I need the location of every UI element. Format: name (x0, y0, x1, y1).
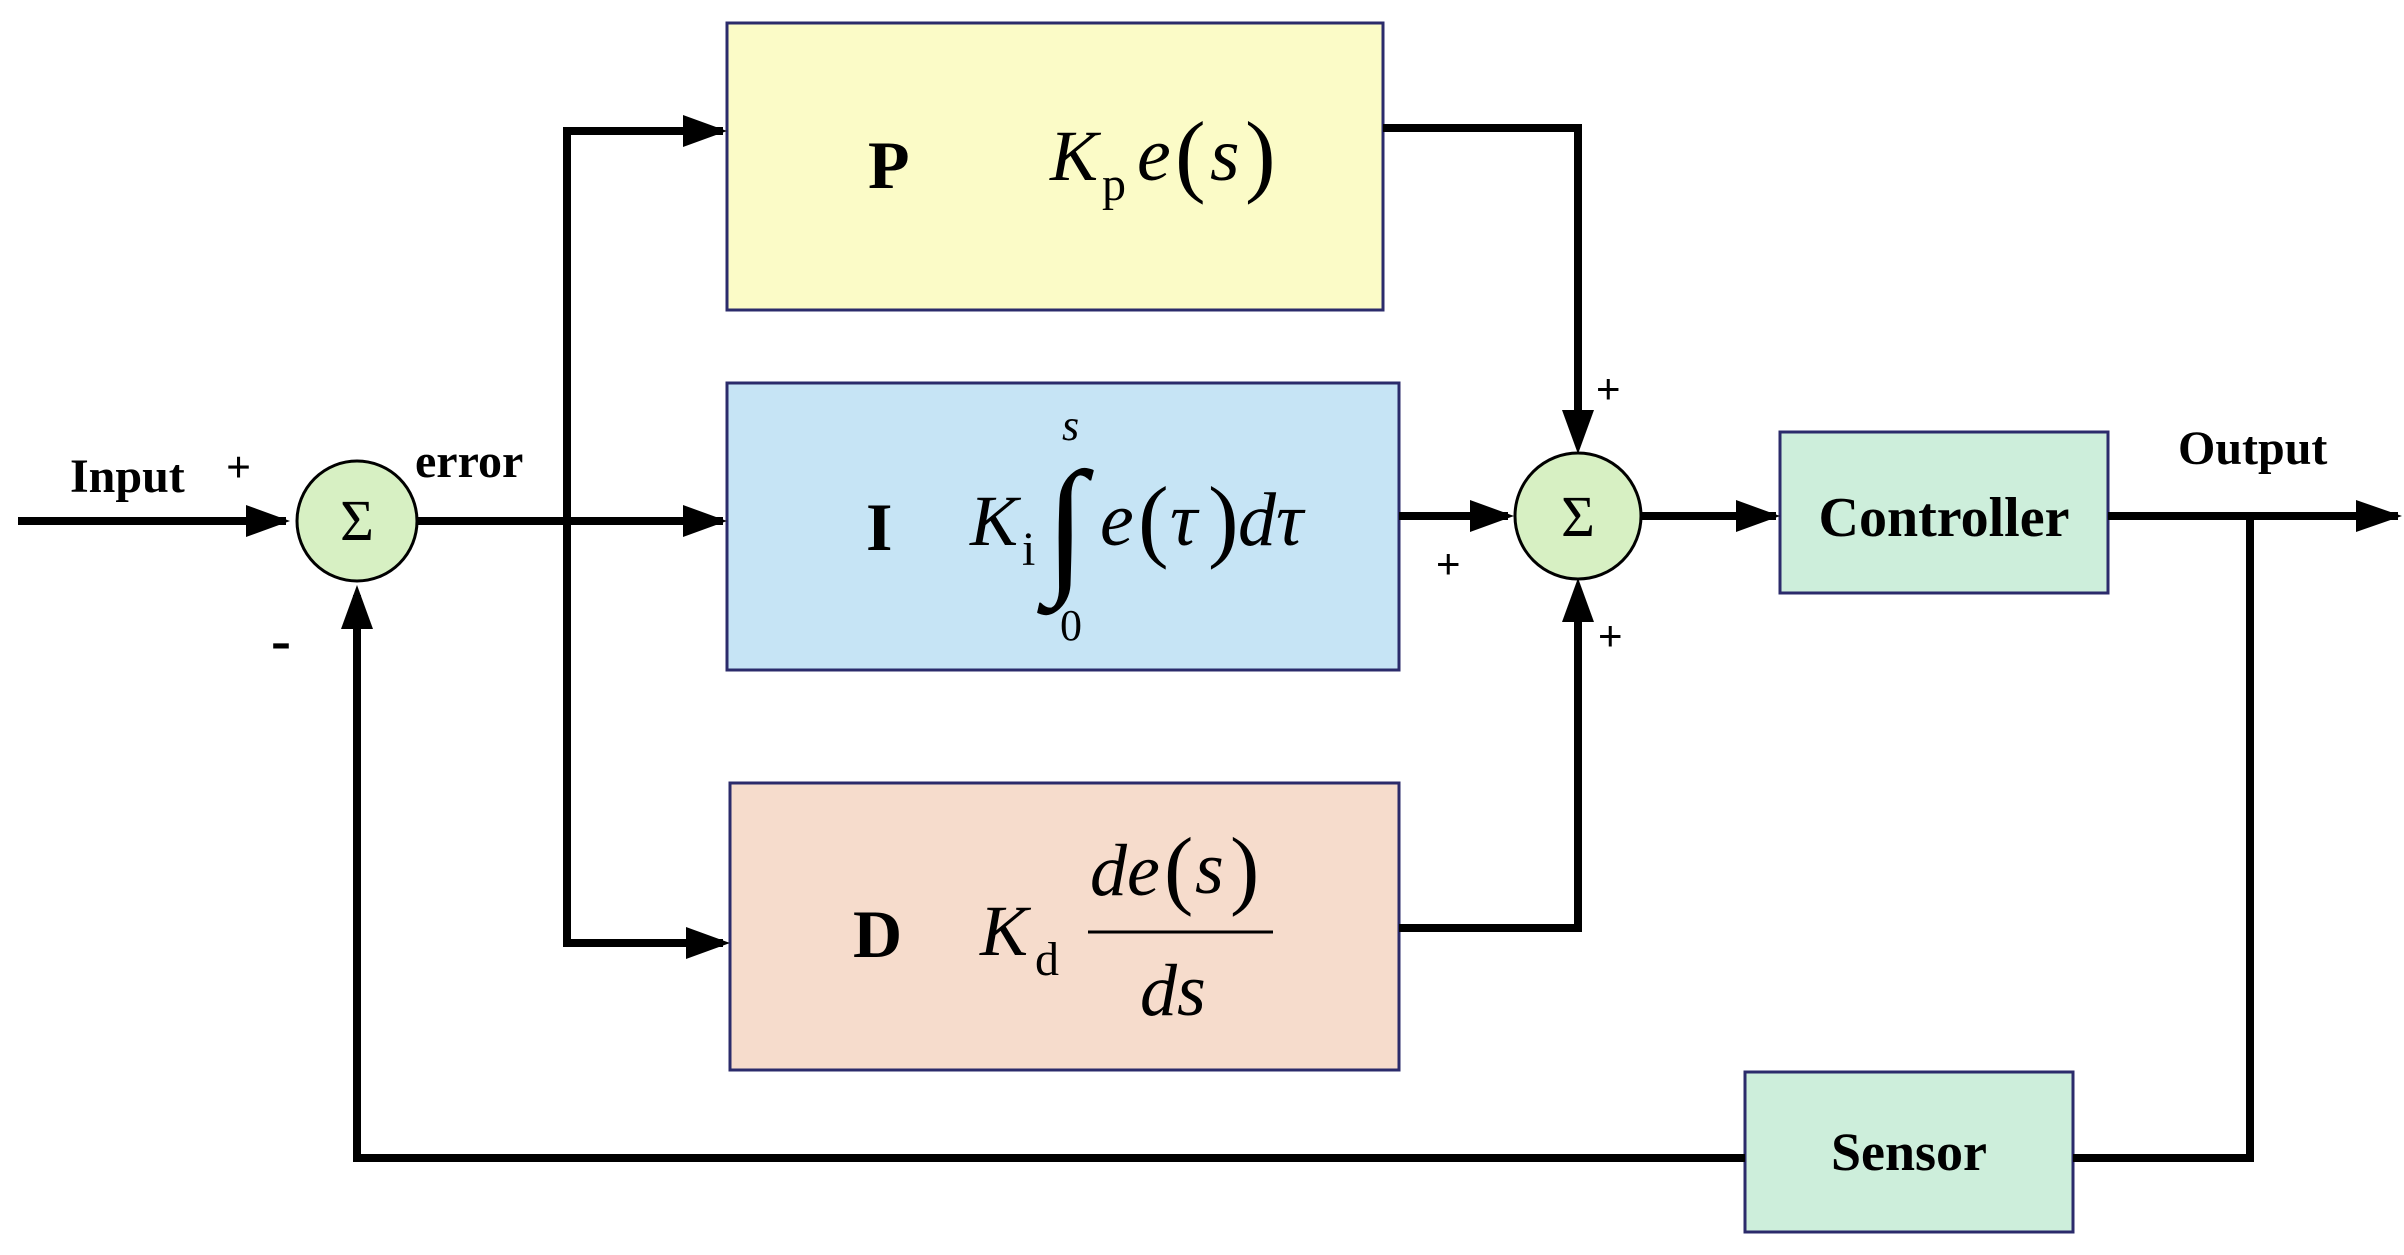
arrow-into-i (683, 505, 727, 537)
feedback-line (353, 595, 1745, 1162)
i-gain-k: K (969, 481, 1022, 561)
junction-circle (1513, 451, 1643, 581)
d-block (728, 781, 1401, 1072)
d-numerator-de: de (1090, 830, 1160, 912)
d-gain-sub: d (1035, 933, 1059, 986)
controller-block (1778, 430, 2110, 595)
p-block-content: P K p e ( s ) (868, 103, 1276, 211)
i-expr-e: e (1100, 478, 1134, 562)
i-lparen: ( (1138, 468, 1169, 570)
d-num-lparen: ( (1164, 821, 1193, 918)
arrow-p-into-sum2 (1562, 410, 1594, 454)
d-num-rparen: ) (1230, 821, 1259, 918)
feedback-minus-sign: - (271, 607, 291, 673)
arrow-into-controller (1736, 500, 1780, 532)
d-block-content: D K d de ( s ) ds (853, 821, 1273, 1032)
i-var-tau: τ (1170, 478, 1200, 562)
arrow-into-d (686, 927, 730, 959)
p-to-sum-line (1383, 124, 1582, 442)
integral-sign-icon: ∫ (1037, 442, 1094, 616)
error-label: error (415, 435, 523, 488)
p-rparen: ) (1245, 103, 1276, 205)
d-denominator-ds: ds (1140, 950, 1206, 1032)
sigma-symbol: Σ (1561, 484, 1595, 549)
output-to-sensor-line (2073, 516, 2254, 1162)
d-to-sum-line (1399, 590, 1582, 932)
i-rparen: ) (1208, 468, 1239, 570)
controller-label: Controller (1819, 487, 2070, 549)
p-gain-k: K (1049, 116, 1102, 196)
input-plus-sign: + (226, 443, 251, 492)
arrowheads (246, 115, 2402, 959)
error-to-d-line (563, 521, 723, 947)
p-var-s: s (1210, 113, 1240, 197)
error-to-p-line (563, 127, 723, 521)
i-tail-dtau: dτ (1238, 478, 1306, 562)
integral-lower-limit: 0 (1060, 601, 1082, 650)
i-block (725, 381, 1401, 672)
i-gain-sub: i (1022, 523, 1035, 576)
sum2-bottom-plus: + (1598, 612, 1623, 659)
p-gain-sub: p (1102, 158, 1126, 211)
arrow-i-into-sum2 (1470, 500, 1514, 532)
arrow-into-sum1 (246, 505, 290, 537)
signal-lines (18, 124, 2398, 1162)
output-label: Output (2178, 422, 2327, 475)
input-label: Input (70, 450, 185, 503)
d-letter: D (853, 896, 902, 972)
i-block-content: I K i s ∫ 0 e ( τ ) dτ (866, 401, 1306, 650)
sum2-top-plus: + (1596, 365, 1621, 412)
arrow-d-into-sum2 (1562, 578, 1594, 622)
p-expr-e: e (1137, 113, 1171, 197)
arrow-output (2356, 500, 2402, 532)
p-block (725, 21, 1385, 312)
summing-junction-error: Σ (295, 459, 419, 583)
sum2-left-plus: + (1436, 540, 1461, 587)
d-gain-k: K (979, 891, 1032, 971)
summing-junction-pid: Σ (1513, 451, 1643, 581)
arrow-into-p (683, 115, 727, 147)
integral-upper-limit: s (1062, 401, 1079, 450)
junction-circle (295, 459, 419, 583)
i-letter: I (866, 489, 892, 565)
sigma-symbol: Σ (340, 488, 374, 553)
d-num-var-s: s (1195, 828, 1224, 910)
arrow-feedback-into-sum1 (341, 585, 373, 629)
sensor-block (1743, 1070, 2075, 1234)
p-letter: P (868, 127, 910, 203)
p-lparen: ( (1175, 103, 1206, 205)
sensor-label: Sensor (1831, 1122, 1987, 1182)
